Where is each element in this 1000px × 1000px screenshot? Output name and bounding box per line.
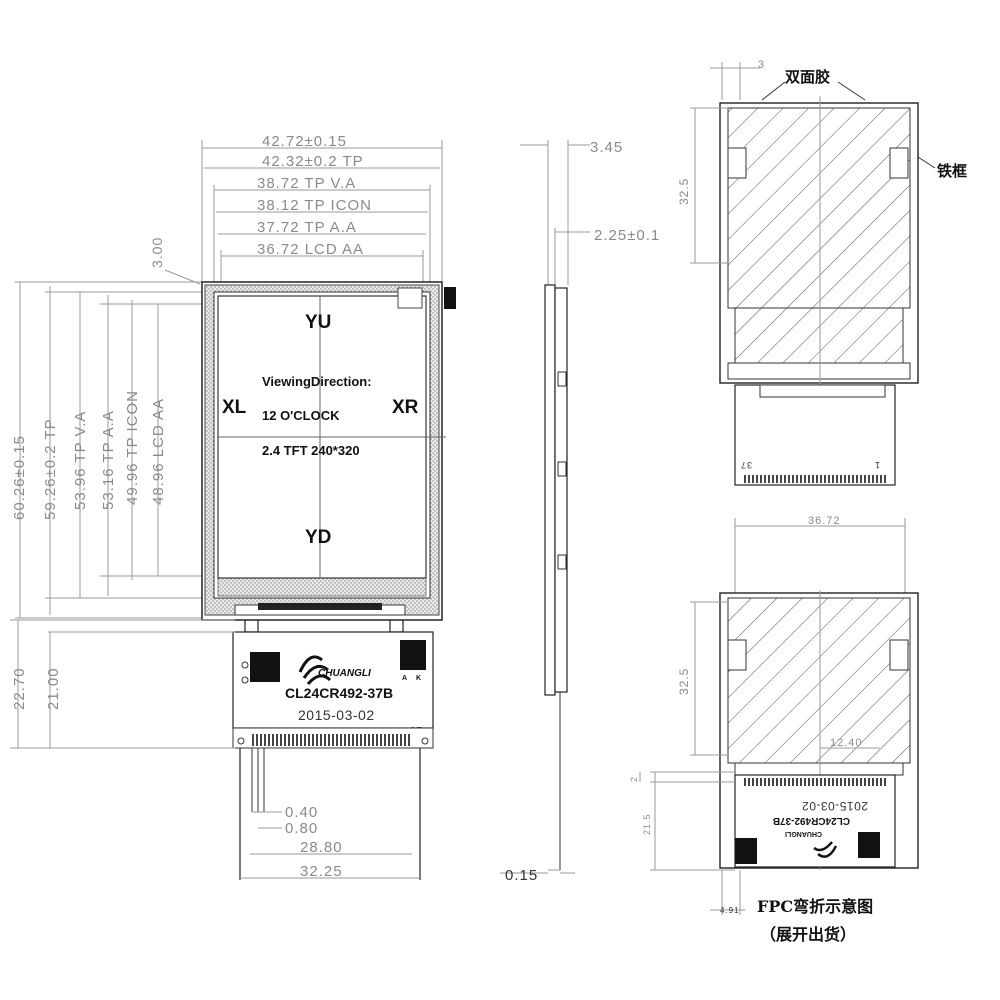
fpc-small-label-k: K xyxy=(416,675,421,682)
iron-frame-label: 铁框 xyxy=(937,162,967,180)
back-bottom-width-dim: 36.72 xyxy=(808,515,841,527)
back-fpc-date: 2015-03-02 xyxy=(802,799,868,813)
fpc-date-text: 2015-03-02 xyxy=(298,707,375,723)
height-dim-1: 59.26±0.2 TP xyxy=(42,418,59,520)
height-dim-4: 49.96 TP ICON xyxy=(124,390,141,505)
screen-label-yu: YU xyxy=(305,312,331,333)
bottom-icon-strip xyxy=(217,577,427,597)
side-view: 3.45 2.25±0.1 0.15 xyxy=(500,139,660,884)
width-dim-4: 37.72 TP A.A xyxy=(257,219,357,236)
front-view: 42.72±0.15 42.32±0.2 TP 38.72 TP V.A 38.… xyxy=(10,133,456,880)
back-pin-first-label: 1 xyxy=(874,460,880,470)
back-inner-dim: 12.40 xyxy=(830,737,863,749)
side-tp-layer xyxy=(544,284,556,696)
back-fpc-flat xyxy=(734,384,896,486)
side-thickness-dim: 3.45 xyxy=(590,139,623,156)
pin-span-dim: 28.80 xyxy=(300,839,343,856)
back-hatched-area xyxy=(727,107,911,309)
height-dim-5: 48.96 LCD AA xyxy=(150,398,167,505)
brand-logo-icon xyxy=(298,655,332,686)
screen-label-yd: YD xyxy=(305,527,331,548)
side-lcd-thickness-dim: 2.25±0.1 xyxy=(594,227,660,244)
fpc-pin-row xyxy=(250,734,410,746)
black-connector-tab xyxy=(444,287,456,309)
viewing-direction-text: ViewingDirection: xyxy=(262,374,372,389)
double-sided-tape-label: 双面胶 xyxy=(785,68,830,86)
fpc-model-text: CL24CR492-37B xyxy=(285,685,393,701)
back-top-offset-dim: 3 xyxy=(758,59,765,71)
fpc-width-dim: 32.25 xyxy=(300,863,343,880)
side-lcd-layer xyxy=(554,287,568,693)
height-dim-2: 53.96 TP V.A xyxy=(72,411,89,510)
screen-label-xr: XR xyxy=(392,397,419,418)
back-top-height-dim: 32.5 xyxy=(677,178,691,205)
height-dim-3: 53.16 TP A.A xyxy=(100,410,117,510)
fpc-small-label-a: A xyxy=(402,675,407,682)
clock-direction-text: 12 O'CLOCK xyxy=(262,408,340,423)
width-dim-3: 38.12 TP ICON xyxy=(257,197,372,214)
back-bottom-height-dim: 32.5 xyxy=(677,668,691,695)
fpc-bond-strip xyxy=(258,603,382,610)
front-fpc: A K CHUANGLI CL24CR492-37B 2015-03-02 37 xyxy=(232,603,434,880)
fpc-shipping-caption: （展开出货） xyxy=(760,925,856,944)
back-offset-dim: 4.91 xyxy=(720,906,740,915)
front-height-dimensions: 60.26±0.15 59.26±0.2 TP 53.96 TP V.A 53.… xyxy=(11,237,218,619)
back-pin-last-label: 37 xyxy=(740,460,752,470)
tft-spec-text: 2.4 TFT 240*320 xyxy=(262,443,360,458)
back-fpc-brand: CHUANGLI xyxy=(785,830,822,837)
pin-width-dim: 0.40 xyxy=(285,804,318,821)
back-view-bottom: 36.72 32.5 12.40 2015-03-02 CL24CR492-37… xyxy=(629,515,919,944)
width-dim-5: 36.72 LCD AA xyxy=(257,241,364,258)
fpc-height-dim: 21.00 xyxy=(45,667,62,710)
back-small-dim: 2 xyxy=(629,776,639,782)
back-view-top: 3 双面胶 铁框 32.5 37 1 xyxy=(677,59,967,486)
top-offset-dim: 3.00 xyxy=(149,237,165,268)
corner-tab xyxy=(397,287,423,309)
height-dim-0: 60.26±0.15 xyxy=(11,435,28,520)
fpc-component-right xyxy=(400,640,426,670)
fpc-total-height-dim: 22.70 xyxy=(11,667,28,710)
pin-pitch-dim: 0.80 xyxy=(285,820,318,837)
back-fpc-model: CL24CR492-37B xyxy=(773,815,850,826)
width-dim-2: 38.72 TP V.A xyxy=(257,175,356,192)
screen-label-xl: XL xyxy=(222,397,247,418)
back-fpc-height-dim: 21.5 xyxy=(642,813,652,835)
width-dim-1: 42.32±0.2 TP xyxy=(262,153,364,170)
side-fpc-thickness-dim: 0.15 xyxy=(505,867,538,884)
width-dim-0: 42.72±0.15 xyxy=(262,133,347,150)
front-fpc-dimensions: 22.70 21.00 0.40 0.80 28.80 32.25 xyxy=(10,619,420,880)
back-bottom-hatched-area xyxy=(727,597,911,764)
fpc-component-left xyxy=(250,652,280,682)
fpc-bend-caption: FPC弯折示意图 xyxy=(757,897,873,916)
fpc-brand-text: CHUANGLI xyxy=(318,668,371,679)
back-brand-logo-icon xyxy=(813,841,838,858)
back-pin-row xyxy=(742,475,888,483)
front-width-dimensions: 42.72±0.15 42.32±0.2 TP 38.72 TP V.A 38.… xyxy=(201,133,443,290)
